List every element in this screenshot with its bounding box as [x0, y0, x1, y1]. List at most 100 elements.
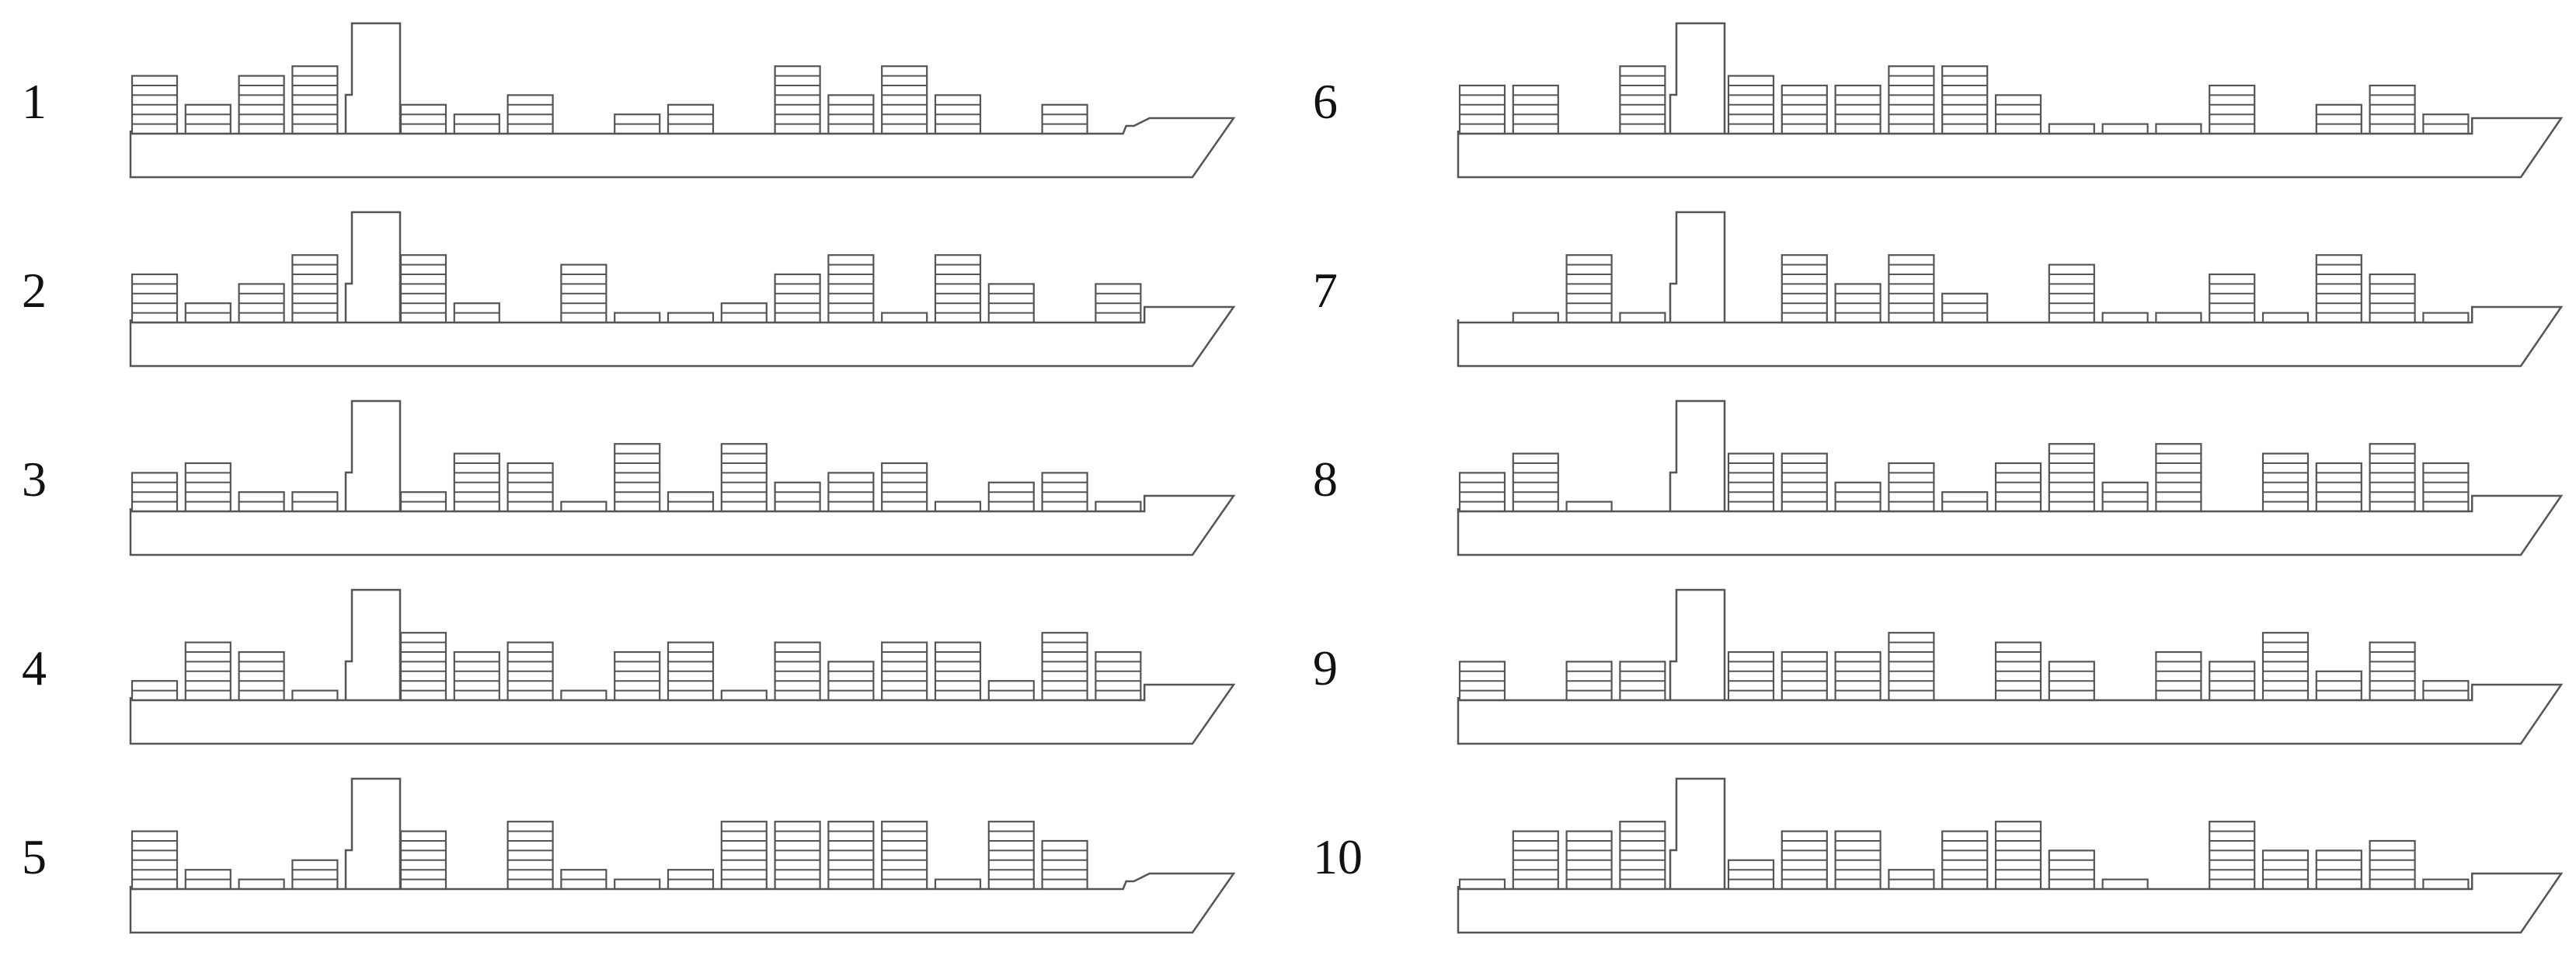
- ship-6: 6: [1313, 22, 2564, 179]
- container-stack: [1994, 94, 2042, 135]
- bridge-tower: [344, 211, 402, 323]
- container-stack: [291, 689, 339, 702]
- container-stack: [1834, 830, 1882, 891]
- container-stack: [2209, 661, 2256, 702]
- ship-4: 4: [22, 588, 1236, 745]
- bridge-tower: [1669, 777, 1726, 889]
- container-stack: [881, 65, 928, 135]
- container-stack: [1888, 65, 1935, 135]
- bridge-tower: [1669, 211, 1726, 323]
- container-stack: [827, 821, 875, 891]
- container-stack: [1781, 650, 1828, 702]
- container-stack: [1041, 839, 1088, 891]
- ship-label: 5: [22, 829, 47, 884]
- container-stack: [2048, 849, 2095, 891]
- hull: [129, 117, 1236, 179]
- hull: [1457, 683, 2564, 745]
- container-stack: [1512, 452, 1559, 513]
- container-stack: [2369, 273, 2416, 324]
- container-stack: [2048, 263, 2095, 324]
- container-stack: [2048, 443, 2095, 513]
- container-stack: [1888, 462, 1935, 513]
- container-stack: [2101, 481, 2149, 513]
- container-stack: [1095, 500, 1142, 513]
- container-stack: [1512, 84, 1559, 135]
- container-stack: [1512, 312, 1559, 324]
- container-stack: [238, 491, 285, 513]
- ship-3: 3: [22, 399, 1236, 556]
- container-stack: [2422, 312, 2470, 324]
- container-stack: [2261, 452, 2310, 513]
- container-stack: [560, 869, 607, 891]
- container-stack: [614, 443, 661, 513]
- container-stack: [1727, 75, 1775, 135]
- container-stack: [1834, 481, 1882, 513]
- container-stack: [2155, 443, 2202, 513]
- container-stack: [2155, 123, 2202, 135]
- container-stack: [881, 462, 928, 513]
- ship-7: 7: [1313, 211, 2564, 368]
- container-stack: [1888, 254, 1935, 324]
- container-stack: [2261, 632, 2310, 702]
- container-stack: [1941, 65, 1989, 135]
- ship-label: 8: [1313, 452, 1338, 507]
- container-stack: [1565, 254, 1613, 324]
- container-stack: [1781, 254, 1828, 324]
- container-stack: [1619, 821, 1666, 891]
- container-stack: [987, 821, 1035, 891]
- container-stack: [1888, 869, 1935, 891]
- container-stack: [1041, 632, 1088, 702]
- container-stack: [934, 94, 982, 135]
- container-stack: [2261, 312, 2310, 324]
- container-stack: [2422, 462, 2470, 513]
- container-stack: [827, 472, 875, 513]
- container-stack: [506, 641, 554, 702]
- ship-label: 7: [1313, 263, 1338, 318]
- container-stack: [1941, 830, 1989, 891]
- ship-label: 9: [1313, 640, 1338, 696]
- container-stack: [1458, 84, 1506, 135]
- container-stack: [987, 680, 1035, 702]
- hull: [129, 305, 1236, 368]
- container-stack: [2315, 462, 2362, 513]
- bridge-tower: [344, 588, 402, 700]
- container-stack: [2209, 273, 2256, 324]
- container-stack: [453, 302, 500, 324]
- container-stack: [184, 103, 231, 135]
- container-stack: [934, 641, 982, 702]
- container-stack: [131, 830, 179, 891]
- container-stack: [1458, 661, 1506, 702]
- container-stack: [291, 65, 339, 135]
- container-stack: [131, 680, 179, 702]
- container-stack: [827, 661, 875, 702]
- container-stack: [667, 312, 715, 324]
- container-stack: [934, 878, 982, 891]
- ship-label: 2: [22, 263, 47, 318]
- container-stack: [184, 641, 231, 702]
- bridge-tower: [1669, 22, 1726, 134]
- container-stack: [1888, 632, 1935, 702]
- container-stack: [453, 452, 500, 513]
- container-stack: [560, 263, 607, 324]
- ship-2: 2: [22, 211, 1236, 368]
- hull: [1457, 494, 2564, 556]
- hull: [1457, 872, 2564, 934]
- container-stack: [453, 650, 500, 702]
- container-stack: [667, 491, 715, 513]
- container-stack: [399, 632, 447, 702]
- ship-label: 10: [1313, 829, 1363, 884]
- container-stack: [881, 821, 928, 891]
- container-stack: [184, 462, 231, 513]
- ship-label: 6: [1313, 74, 1338, 129]
- container-stack: [2209, 84, 2256, 135]
- container-stack: [506, 821, 554, 891]
- container-stack: [560, 689, 607, 702]
- container-stack: [2369, 84, 2416, 135]
- container-stack: [1834, 84, 1882, 135]
- container-stack: [1781, 452, 1828, 513]
- container-stack: [2369, 641, 2416, 702]
- container-stack: [2315, 670, 2362, 702]
- hull: [129, 872, 1236, 934]
- container-stack: [399, 103, 447, 135]
